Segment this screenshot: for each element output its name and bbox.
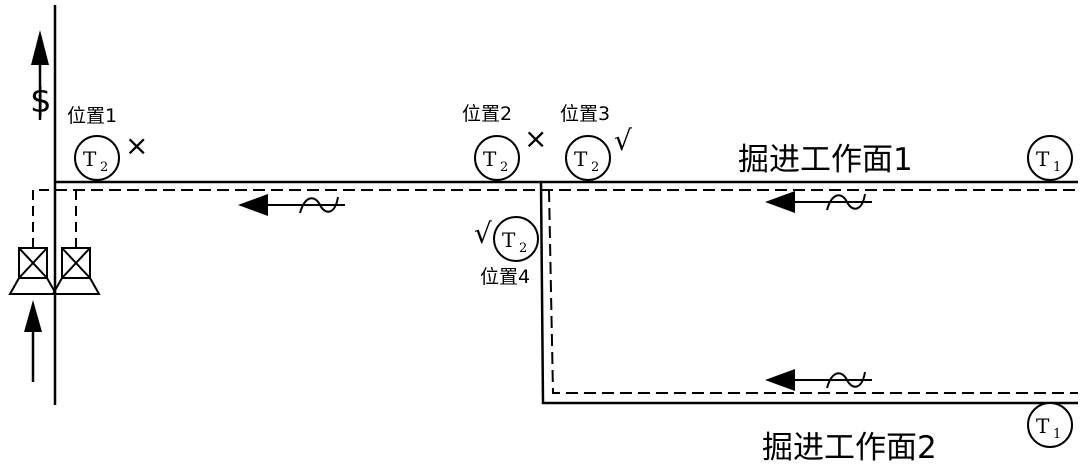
face-label-1: 掘进工作面1 xyxy=(738,142,913,178)
svg-text:T: T xyxy=(83,147,97,171)
sensor-t2-position4: T 2 xyxy=(493,216,539,262)
airflow-arrow-face1 xyxy=(765,191,872,213)
svg-text:T: T xyxy=(1036,414,1050,438)
svg-text:1: 1 xyxy=(1053,427,1061,442)
svg-text:2: 2 xyxy=(100,160,108,175)
svg-text:2: 2 xyxy=(591,160,599,175)
sensor-t1-face2: T 1 xyxy=(1027,402,1073,448)
position-label-1: 位置1 xyxy=(67,105,117,127)
svg-text:2: 2 xyxy=(500,160,508,175)
wrong-mark-position2: × xyxy=(524,122,547,155)
airflow-symbol-top: $ xyxy=(30,81,52,121)
svg-text:T: T xyxy=(502,228,516,252)
branch-roadway-line xyxy=(539,181,1078,405)
svg-text:T: T xyxy=(1036,147,1050,171)
fan-left xyxy=(8,247,58,295)
sensor-t2-position3: T 2 xyxy=(565,135,611,181)
duct-to-fan-left xyxy=(32,189,55,248)
airflow-arrow-main xyxy=(238,194,345,216)
sensor-t2-position1: T 2 xyxy=(74,135,120,181)
fan-right xyxy=(51,247,101,295)
sensor-t2-position2: T 2 xyxy=(474,135,520,181)
face-label-2: 掘进工作面2 xyxy=(762,430,937,466)
position-label-4: 位置4 xyxy=(480,266,530,288)
sensor-t1-face1: T 1 xyxy=(1027,135,1073,181)
up-arrow-top xyxy=(31,30,49,120)
position-label-2: 位置2 xyxy=(462,103,512,125)
position-label-3: 位置3 xyxy=(560,103,610,125)
right-mark-position3: √ xyxy=(614,124,632,157)
up-arrow-bottom xyxy=(24,300,42,382)
svg-text:1: 1 xyxy=(1053,160,1061,175)
right-mark-position4: √ xyxy=(474,217,492,250)
airflow-arrow-face2 xyxy=(765,369,872,391)
svg-text:2: 2 xyxy=(519,241,527,256)
wrong-mark-position1: × xyxy=(125,129,148,162)
svg-text:T: T xyxy=(483,147,497,171)
svg-text:T: T xyxy=(574,147,588,171)
duct-branch xyxy=(548,189,1078,394)
